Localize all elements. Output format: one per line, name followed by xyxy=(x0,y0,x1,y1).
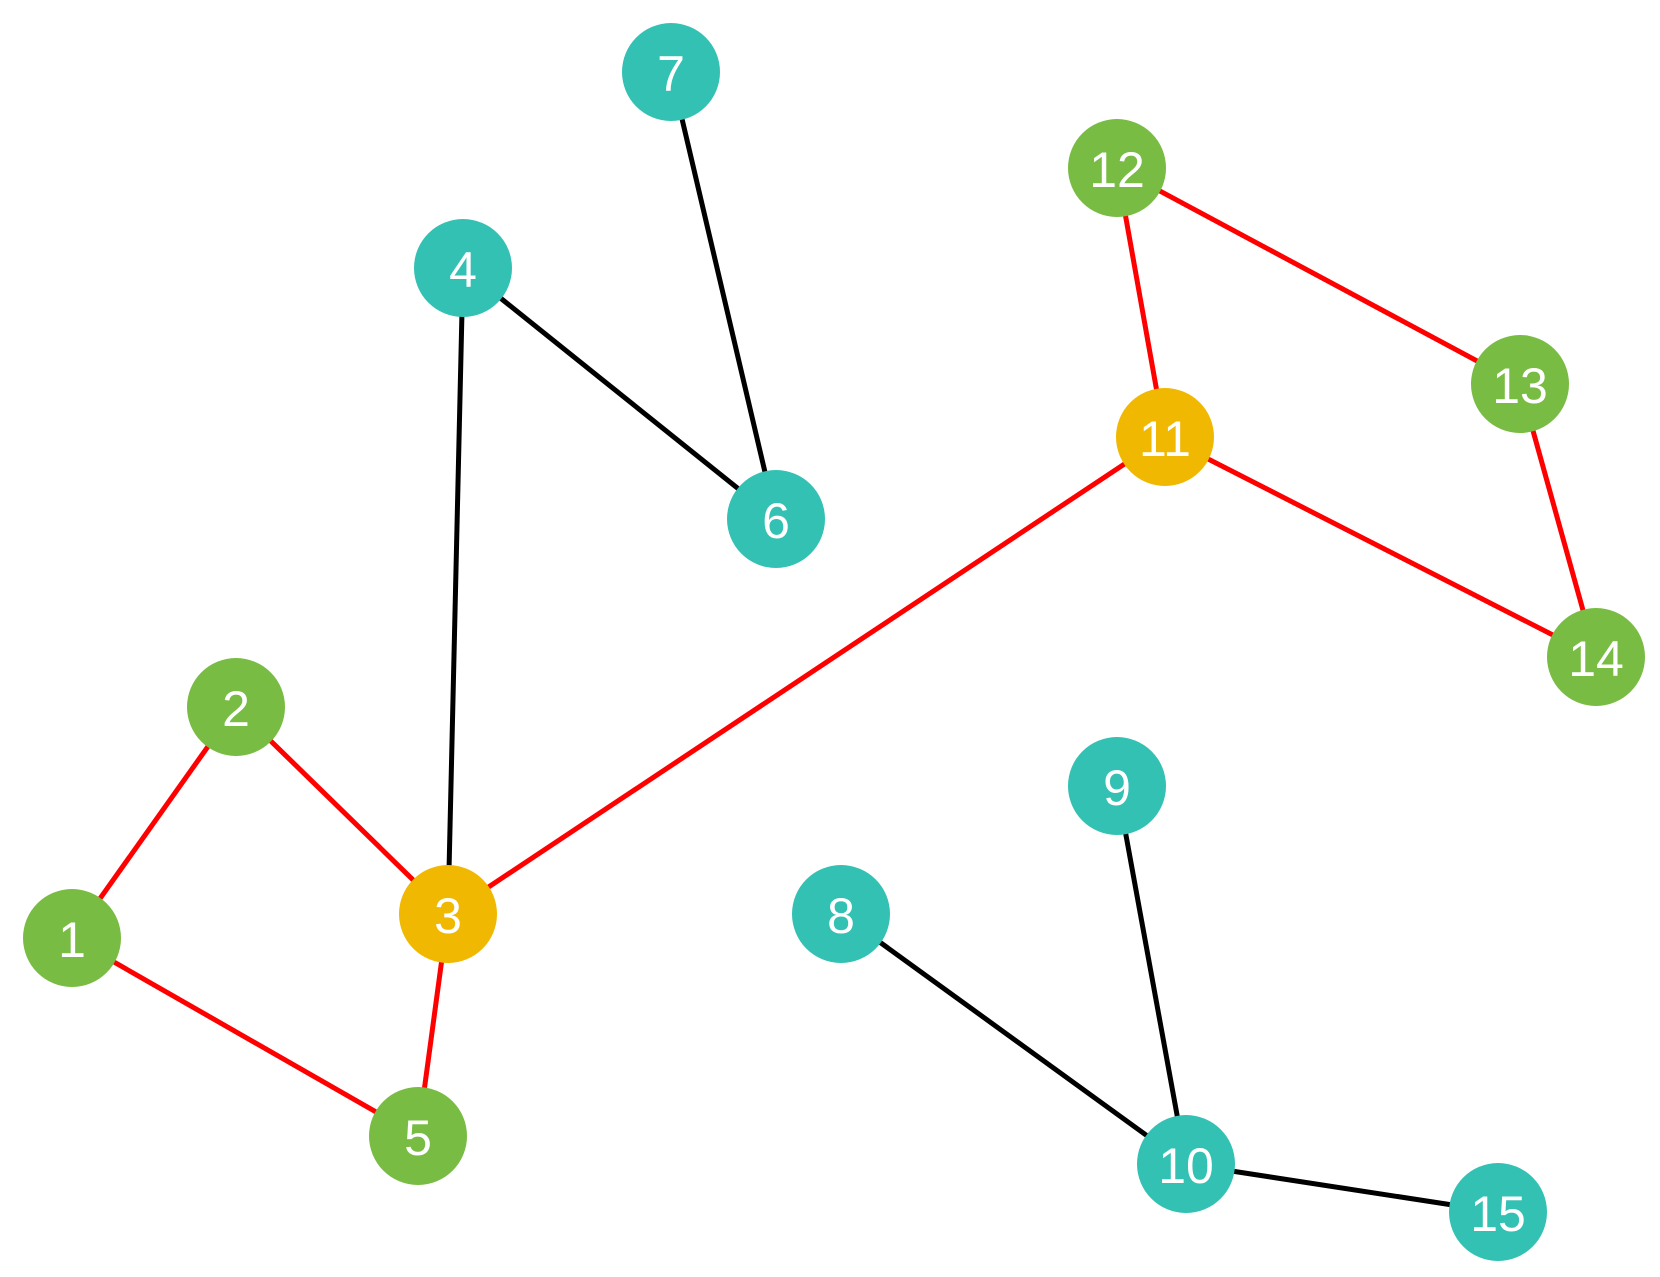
node-6: 6 xyxy=(727,470,825,568)
node-label-10: 10 xyxy=(1158,1138,1214,1194)
node-15: 15 xyxy=(1449,1163,1547,1261)
edge-3-4 xyxy=(445,267,466,915)
edge-2-3 xyxy=(234,705,450,916)
node-label-7: 7 xyxy=(657,46,685,102)
node-circle-1 xyxy=(23,889,121,987)
node-circle-14 xyxy=(1547,608,1645,706)
node-label-2: 2 xyxy=(222,681,250,737)
node-label-5: 5 xyxy=(404,1110,432,1166)
node-circle-4 xyxy=(414,219,512,317)
node-10: 10 xyxy=(1137,1115,1235,1213)
node-circle-12 xyxy=(1068,119,1166,217)
node-label-12: 12 xyxy=(1089,142,1145,198)
edge-1-5 xyxy=(70,935,420,1139)
edge-4-6 xyxy=(461,266,778,521)
node-label-15: 15 xyxy=(1470,1186,1526,1242)
node-13: 13 xyxy=(1471,335,1569,433)
node-3: 3 xyxy=(399,865,497,963)
node-label-11: 11 xyxy=(1139,411,1191,467)
node-5: 5 xyxy=(369,1087,467,1185)
edge-11-14 xyxy=(1163,434,1598,660)
edge-6-7 xyxy=(668,71,779,520)
node-label-3: 3 xyxy=(434,888,462,944)
node-12: 12 xyxy=(1068,119,1166,217)
node-circle-13 xyxy=(1471,335,1569,433)
node-9: 9 xyxy=(1068,737,1166,835)
node-14: 14 xyxy=(1547,608,1645,706)
node-circle-3 xyxy=(399,865,497,963)
node-circle-5 xyxy=(369,1087,467,1185)
node-circle-15 xyxy=(1449,1163,1547,1261)
node-label-8: 8 xyxy=(827,888,855,944)
node-label-9: 9 xyxy=(1103,760,1131,816)
node-label-14: 14 xyxy=(1568,631,1624,687)
node-label-13: 13 xyxy=(1492,358,1548,414)
node-circle-2 xyxy=(187,658,285,756)
node-7: 7 xyxy=(622,23,720,121)
node-4: 4 xyxy=(414,219,512,317)
node-label-4: 4 xyxy=(449,242,477,298)
node-label-6: 6 xyxy=(762,493,790,549)
node-circle-8 xyxy=(792,865,890,963)
node-8: 8 xyxy=(792,865,890,963)
node-1: 1 xyxy=(23,889,121,987)
edge-10-15 xyxy=(1185,1161,1499,1215)
edge-9-10 xyxy=(1114,785,1189,1165)
edges-layer xyxy=(69,71,1599,1215)
node-11: 11 xyxy=(1116,388,1214,486)
node-circle-9 xyxy=(1068,737,1166,835)
node-2: 2 xyxy=(187,658,285,756)
edge-3-11 xyxy=(446,434,1167,917)
edge-8-10 xyxy=(839,911,1188,1167)
node-label-1: 1 xyxy=(58,912,86,968)
edge-12-13 xyxy=(1115,165,1522,387)
node-circle-10 xyxy=(1137,1115,1235,1213)
node-circle-11 xyxy=(1116,388,1214,486)
node-circle-6 xyxy=(727,470,825,568)
node-circle-7 xyxy=(622,23,720,121)
